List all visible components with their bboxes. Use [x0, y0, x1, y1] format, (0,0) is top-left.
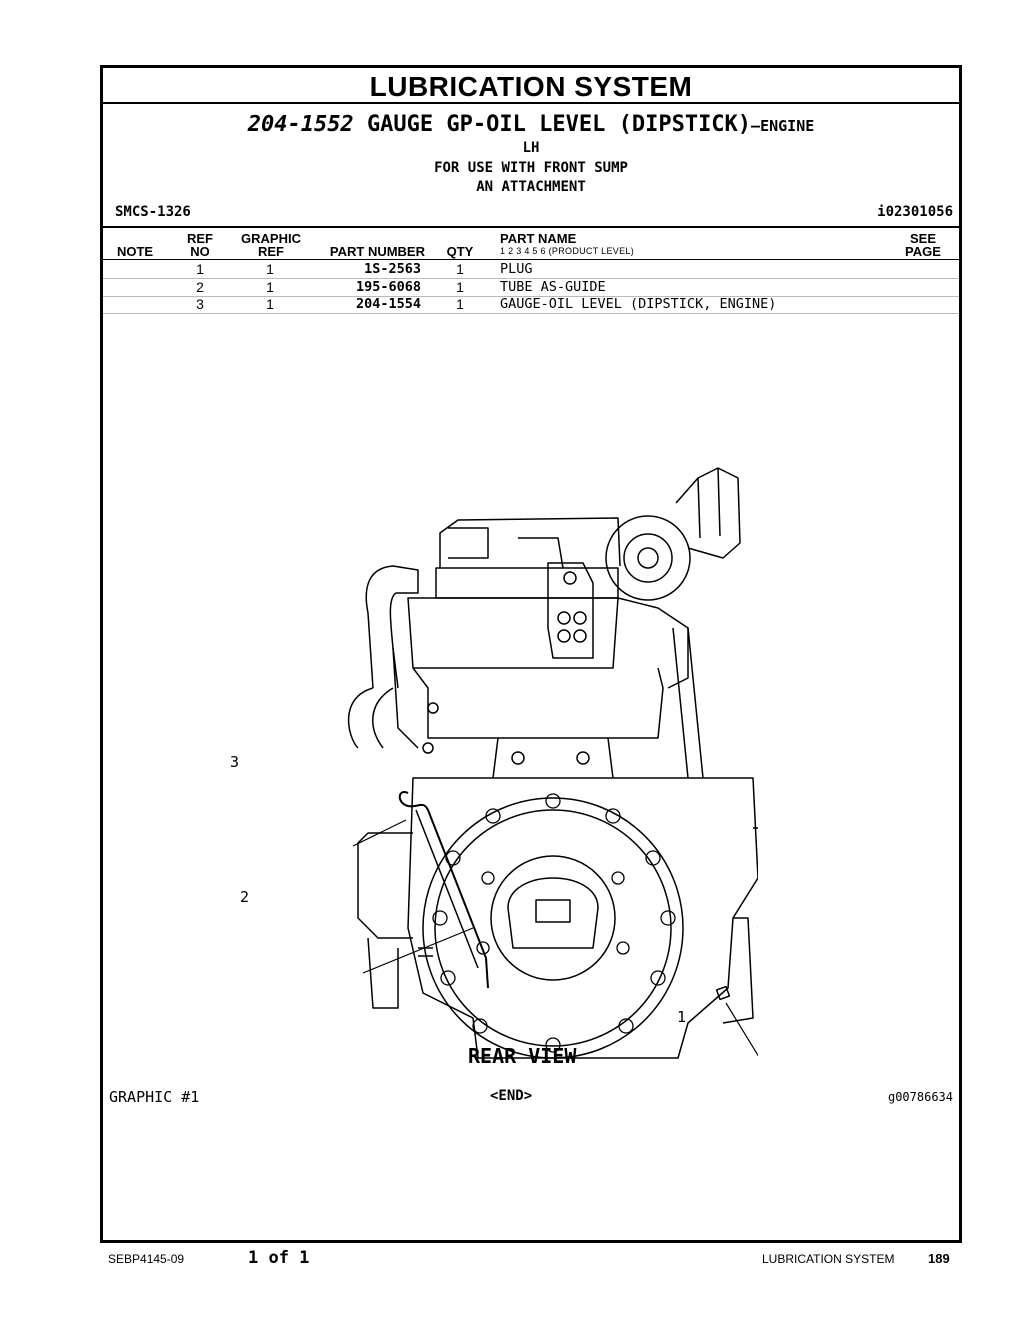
group-line-3: FOR USE WITH FRONT SUMP	[434, 160, 628, 176]
group-line-2: LH	[522, 140, 540, 156]
end-marker: <END>	[490, 1088, 533, 1104]
section-title: LUBRICATION SYSTEM	[103, 68, 959, 104]
table-row: 1 1 1S-2563 1 PLUG	[196, 261, 533, 277]
page-frame: LUBRICATION SYSTEM 204-1552 GAUGE GP-OIL…	[100, 65, 962, 1243]
header-graphic-ref: GRAPHIC REF	[241, 231, 301, 259]
footer-doc-number: SEBP4145-09	[108, 1252, 185, 1266]
table-row: 3 1 204-1554 1 GAUGE-OIL LEVEL (DIPSTICK…	[196, 296, 777, 312]
table-row: 2 1 195-6068 1 TUBE AS-GUIDE	[196, 279, 606, 295]
graphic-number: GRAPHIC #1	[109, 1088, 200, 1106]
header-qty: QTY	[446, 244, 474, 259]
smcs-code: SMCS-1326	[115, 204, 191, 220]
header-see-page: SEE PAGE	[905, 231, 941, 259]
callout-3: 3	[230, 753, 240, 771]
row-divider	[103, 296, 959, 297]
footer-page-number: 189	[928, 1251, 950, 1266]
callout-2: 2	[240, 888, 250, 906]
group-suffix: —ENGINE	[751, 117, 815, 135]
table-header-rule	[103, 259, 959, 260]
group-title: 204-1552 GAUGE GP-OIL LEVEL (DIPSTICK)—E…	[103, 112, 959, 137]
footer-section: LUBRICATION SYSTEM	[762, 1252, 895, 1266]
engine-rear-view-illustration	[347, 467, 758, 1059]
footer-page-of: 1 of 1	[248, 1248, 310, 1268]
header-ref-no: REF NO	[187, 231, 213, 259]
header-note: NOTE	[116, 244, 154, 259]
row-divider	[103, 313, 959, 314]
group-part-number: 204-1552	[247, 112, 354, 137]
view-label: REAR VIEW	[468, 1044, 577, 1068]
header-product-level: 1 2 3 4 5 6 (PRODUCT LEVEL)	[500, 246, 634, 256]
row-divider	[103, 278, 959, 279]
header-part-name: PART NAME	[500, 231, 577, 246]
group-name: GAUGE GP-OIL LEVEL (DIPSTICK)	[366, 112, 752, 137]
table-top-rule	[103, 226, 959, 228]
illustration-id: i02301056	[877, 204, 953, 220]
header-part-number: PART NUMBER	[329, 244, 425, 259]
group-line-4: AN ATTACHMENT	[476, 179, 586, 195]
graphic-id: g00786634	[887, 1090, 953, 1104]
callout-1: 1	[677, 1008, 687, 1026]
